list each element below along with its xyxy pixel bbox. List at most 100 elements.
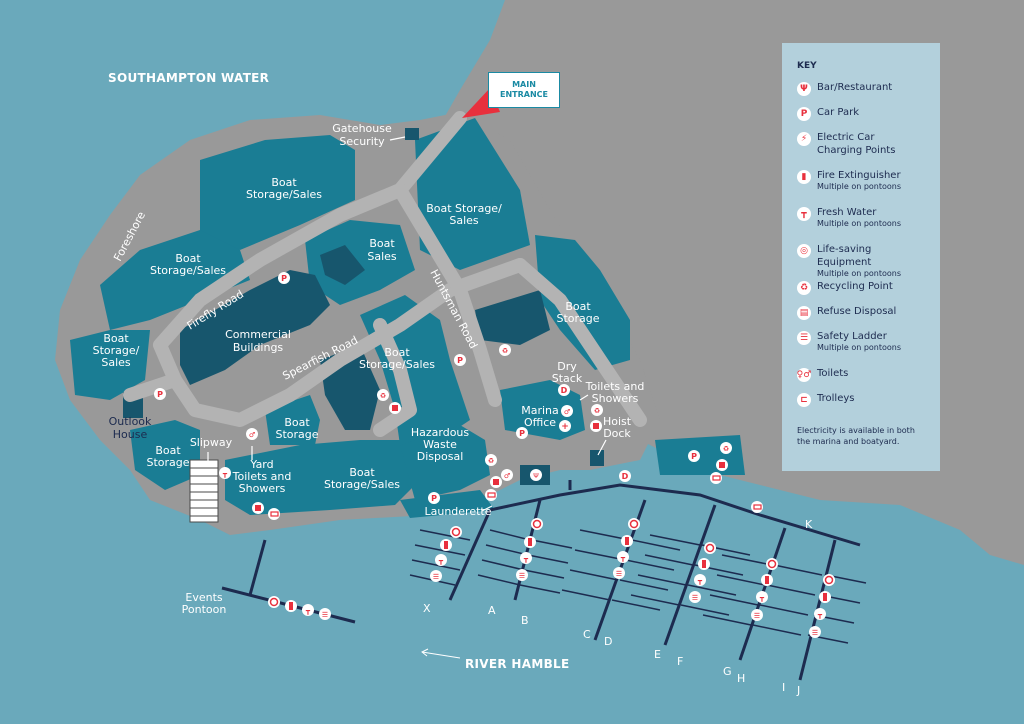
svg-text:D: D xyxy=(561,386,568,395)
refuse-bin-icon: D xyxy=(558,384,570,396)
boat-sales-label-1: Boat xyxy=(369,237,395,250)
boat-storage-sales-west-label-1: Boat xyxy=(175,252,201,265)
cutlery-icon: Ψ xyxy=(530,469,542,481)
hoist-dock-label-1: Hoist xyxy=(603,415,632,428)
refuse-bin-icon xyxy=(490,476,502,488)
svg-text:♻: ♻ xyxy=(594,407,600,415)
svg-text:♻: ♻ xyxy=(380,392,386,400)
key-sub: Multiple on pontoons xyxy=(817,343,902,352)
toilets-icon: ♂ xyxy=(501,469,513,481)
pontoon-icons: ┳ ☰ ┳ ☰ ┳ ☰ ┳ ☰ ┳ ☰ ┳ ☰ ┳ ☰ xyxy=(268,518,835,638)
svg-text:┳: ┳ xyxy=(698,577,703,585)
svg-text:☰: ☰ xyxy=(519,572,525,580)
recycling-icon: ♻ xyxy=(720,442,732,454)
key-item-trolleys: ⊏ Trolleys xyxy=(797,392,926,417)
svg-text:☰: ☰ xyxy=(812,629,818,637)
events-pontoon-link xyxy=(248,539,267,596)
refuse-bin-icon: ▤ xyxy=(797,306,811,320)
trolley-icon xyxy=(751,501,763,513)
gatehouse-label-1: Gatehouse xyxy=(332,122,392,135)
slipway-access xyxy=(123,373,182,402)
boat-storage-east-label-1: Boat xyxy=(565,300,591,313)
svg-text:┳: ┳ xyxy=(818,611,823,619)
ladder-icon: ☰ xyxy=(797,331,811,345)
svg-text:+: + xyxy=(561,422,569,432)
hazardous-waste-label-1: Hazardous xyxy=(411,426,470,439)
trolley-icon xyxy=(710,472,722,484)
commercial-label-2: Buildings xyxy=(233,341,284,354)
pontoon-a-b xyxy=(513,499,542,601)
first-aid-icon: + xyxy=(559,420,571,432)
lifebuoy-icon xyxy=(766,558,778,570)
water-tap-icon: ┳ xyxy=(617,551,629,563)
boat-storage-sales-south xyxy=(225,440,420,515)
svg-text:┳: ┳ xyxy=(760,594,765,602)
boat-storage-sales-north-label-1: Boat xyxy=(271,176,297,189)
ladder-icon: ☰ xyxy=(689,591,701,603)
toilets-icon: ♂ xyxy=(561,405,573,417)
boat-storage-sales-far-west-label-1: Boat xyxy=(103,332,129,345)
recycling-icon: ♻ xyxy=(797,281,811,295)
water-tap-icon: ┳ xyxy=(219,467,231,479)
toilets-icon: ♀♂ xyxy=(796,368,812,382)
fire-extinguisher-icon xyxy=(285,600,297,612)
pontoon-fingers xyxy=(409,529,867,644)
key-item-toilets: ♀♂ Toilets xyxy=(797,367,926,392)
key-note: Electricity is available in both the mar… xyxy=(797,426,915,446)
svg-text:☰: ☰ xyxy=(692,594,698,602)
key-label: Refuse Disposal xyxy=(817,306,897,317)
fire-extinguisher-icon xyxy=(698,558,710,570)
slipway-label: Slipway xyxy=(190,436,233,449)
key-label: Electric Car xyxy=(817,132,875,143)
key-item-refuse: ▤ Refuse Disposal xyxy=(797,305,926,330)
boat-storage-sales-north-label-2: Storage/Sales xyxy=(246,188,322,201)
boat-sales-label-2: Sales xyxy=(367,250,397,263)
svg-text:♻: ♻ xyxy=(502,347,508,355)
launderette-label: Launderette xyxy=(424,505,491,518)
lifebuoy-icon xyxy=(531,518,543,530)
svg-text:♂: ♂ xyxy=(504,472,510,480)
hazardous-area xyxy=(400,425,490,500)
pontoon-label-j: J xyxy=(796,684,800,697)
dry-stack-label-2: Stack xyxy=(552,372,583,385)
marina-office-label-2: Office xyxy=(524,416,556,429)
commercial-label-1: Commercial xyxy=(225,328,291,341)
pontoon-label-e: E xyxy=(654,648,661,661)
leader-lines xyxy=(207,136,607,512)
hoist-dock-label-2: Dock xyxy=(603,427,631,440)
southampton-water-label: SOUTHAMPTON WATER xyxy=(108,71,269,85)
yard-toilets-label-1: Yard xyxy=(249,458,273,471)
svg-text:┳: ┳ xyxy=(439,557,444,565)
fire-extinguisher-icon xyxy=(819,591,831,603)
gatehouse-building xyxy=(405,128,419,140)
fire-extinguisher-icon xyxy=(761,574,773,586)
svg-text:P: P xyxy=(431,494,437,503)
car-park-icon: P xyxy=(688,450,700,462)
pontoon-labels: X A B C D E F G H I J K xyxy=(423,518,813,697)
key-sub: Multiple on pontoons xyxy=(817,219,902,228)
roads xyxy=(123,111,647,437)
key-label-2: Charging Points xyxy=(817,145,896,156)
pontoon-x xyxy=(448,509,492,601)
boat-storage-sales-east-label-1: Boat Storage/ xyxy=(426,202,502,215)
toilets-icon: ♂ xyxy=(246,428,258,440)
boat-storage-east-label-2: Storage xyxy=(556,312,599,325)
cutlery-icon: Ψ xyxy=(797,82,811,96)
svg-text:♂: ♂ xyxy=(249,431,255,439)
svg-text:┳: ┳ xyxy=(621,554,626,562)
boat-storage-centre-label-2: Storage xyxy=(275,428,318,441)
svg-text:P: P xyxy=(281,274,287,283)
boat-storage-sales-mid-label-1: Boat xyxy=(384,346,410,359)
recycling-icon: ♻ xyxy=(499,344,511,356)
fire-extinguisher-icon xyxy=(621,535,633,547)
boat-storage-sales-far-west-label-3: Sales xyxy=(101,356,131,369)
svg-text:♻: ♻ xyxy=(723,445,729,453)
yard-toilets-label-2: Toilets and xyxy=(232,470,292,483)
refuse-bin-icon xyxy=(252,502,264,514)
water-tap-icon: ┳ xyxy=(435,554,447,566)
water-tap-icon: ┳ xyxy=(756,591,768,603)
pontoon-e-f xyxy=(663,504,717,646)
pontoon-label-a: A xyxy=(488,604,496,617)
svg-text:Ψ: Ψ xyxy=(533,472,539,480)
